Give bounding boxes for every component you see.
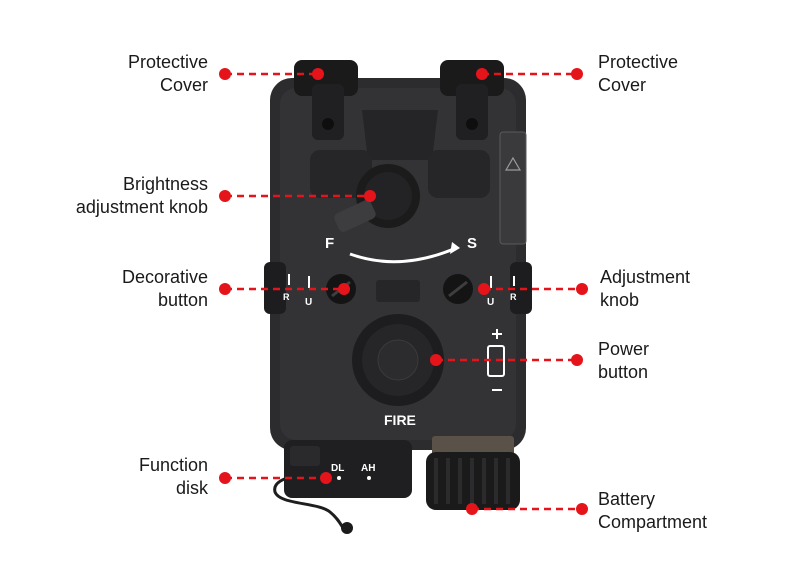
mode-ah-dot	[367, 476, 371, 480]
callout-line: Adjustment	[600, 267, 691, 287]
mode-dl-dot	[337, 476, 341, 480]
callout-function-disk: Function disk	[139, 454, 208, 500]
callout-protective-cover-right: Protective Cover	[598, 51, 678, 97]
selector-f-label: F	[325, 235, 334, 252]
callout-decorative-button: Decorative button	[122, 266, 208, 312]
callout-line: knob	[600, 290, 640, 310]
left-switch-r: R	[283, 292, 290, 302]
brightness-arc	[349, 246, 457, 264]
callout-line: Protective	[598, 52, 679, 72]
selector-s-label: S	[467, 235, 477, 252]
callout-line: Cover	[159, 75, 208, 95]
brightness-knob-tab	[334, 200, 376, 232]
warning-triangle-icon	[504, 156, 522, 171]
callout-protective-cover-left: Protective Cover	[128, 51, 208, 97]
left-panel	[310, 150, 372, 198]
protective-cover-left	[294, 60, 358, 140]
callout-line: Protective	[127, 52, 208, 72]
mode-dl-label: DL	[331, 463, 344, 474]
arc-arrow-icon	[450, 242, 460, 254]
warning-label-plate	[499, 131, 527, 245]
callout-line: button	[157, 290, 208, 310]
callout-leaders	[225, 72, 582, 511]
protective-cover-right	[440, 60, 504, 140]
callout-line: Brightness	[122, 174, 208, 194]
right-panel	[428, 150, 490, 198]
callout-line: Compartment	[598, 512, 708, 532]
callout-line: Decorative	[121, 267, 208, 287]
lanyard-clip	[341, 522, 353, 534]
callout-dots	[219, 68, 588, 515]
callout-line: button	[598, 362, 649, 382]
right-switch-r: R	[510, 292, 517, 302]
fire-label: FIRE	[384, 412, 416, 428]
top-panel	[362, 110, 438, 160]
right-switch-u: U	[487, 297, 494, 308]
battery-compartment	[426, 436, 520, 510]
callout-line: Battery	[598, 489, 656, 509]
center-window	[376, 280, 420, 302]
callout-brightness-knob: Brightness adjustment knob	[76, 173, 208, 219]
callout-power-button: Power button	[598, 338, 649, 384]
callout-line: disk	[175, 478, 208, 498]
callout-line: Function	[138, 455, 208, 475]
mode-ah-label: AH	[361, 463, 375, 474]
callout-battery-compartment: Battery Compartment	[598, 488, 707, 534]
callout-line: adjustment knob	[75, 197, 208, 217]
left-switch-u: U	[305, 297, 312, 308]
callout-line: Cover	[598, 75, 647, 95]
callout-adjustment-knob: Adjustment knob	[600, 266, 690, 312]
callout-line: Power	[598, 339, 650, 359]
